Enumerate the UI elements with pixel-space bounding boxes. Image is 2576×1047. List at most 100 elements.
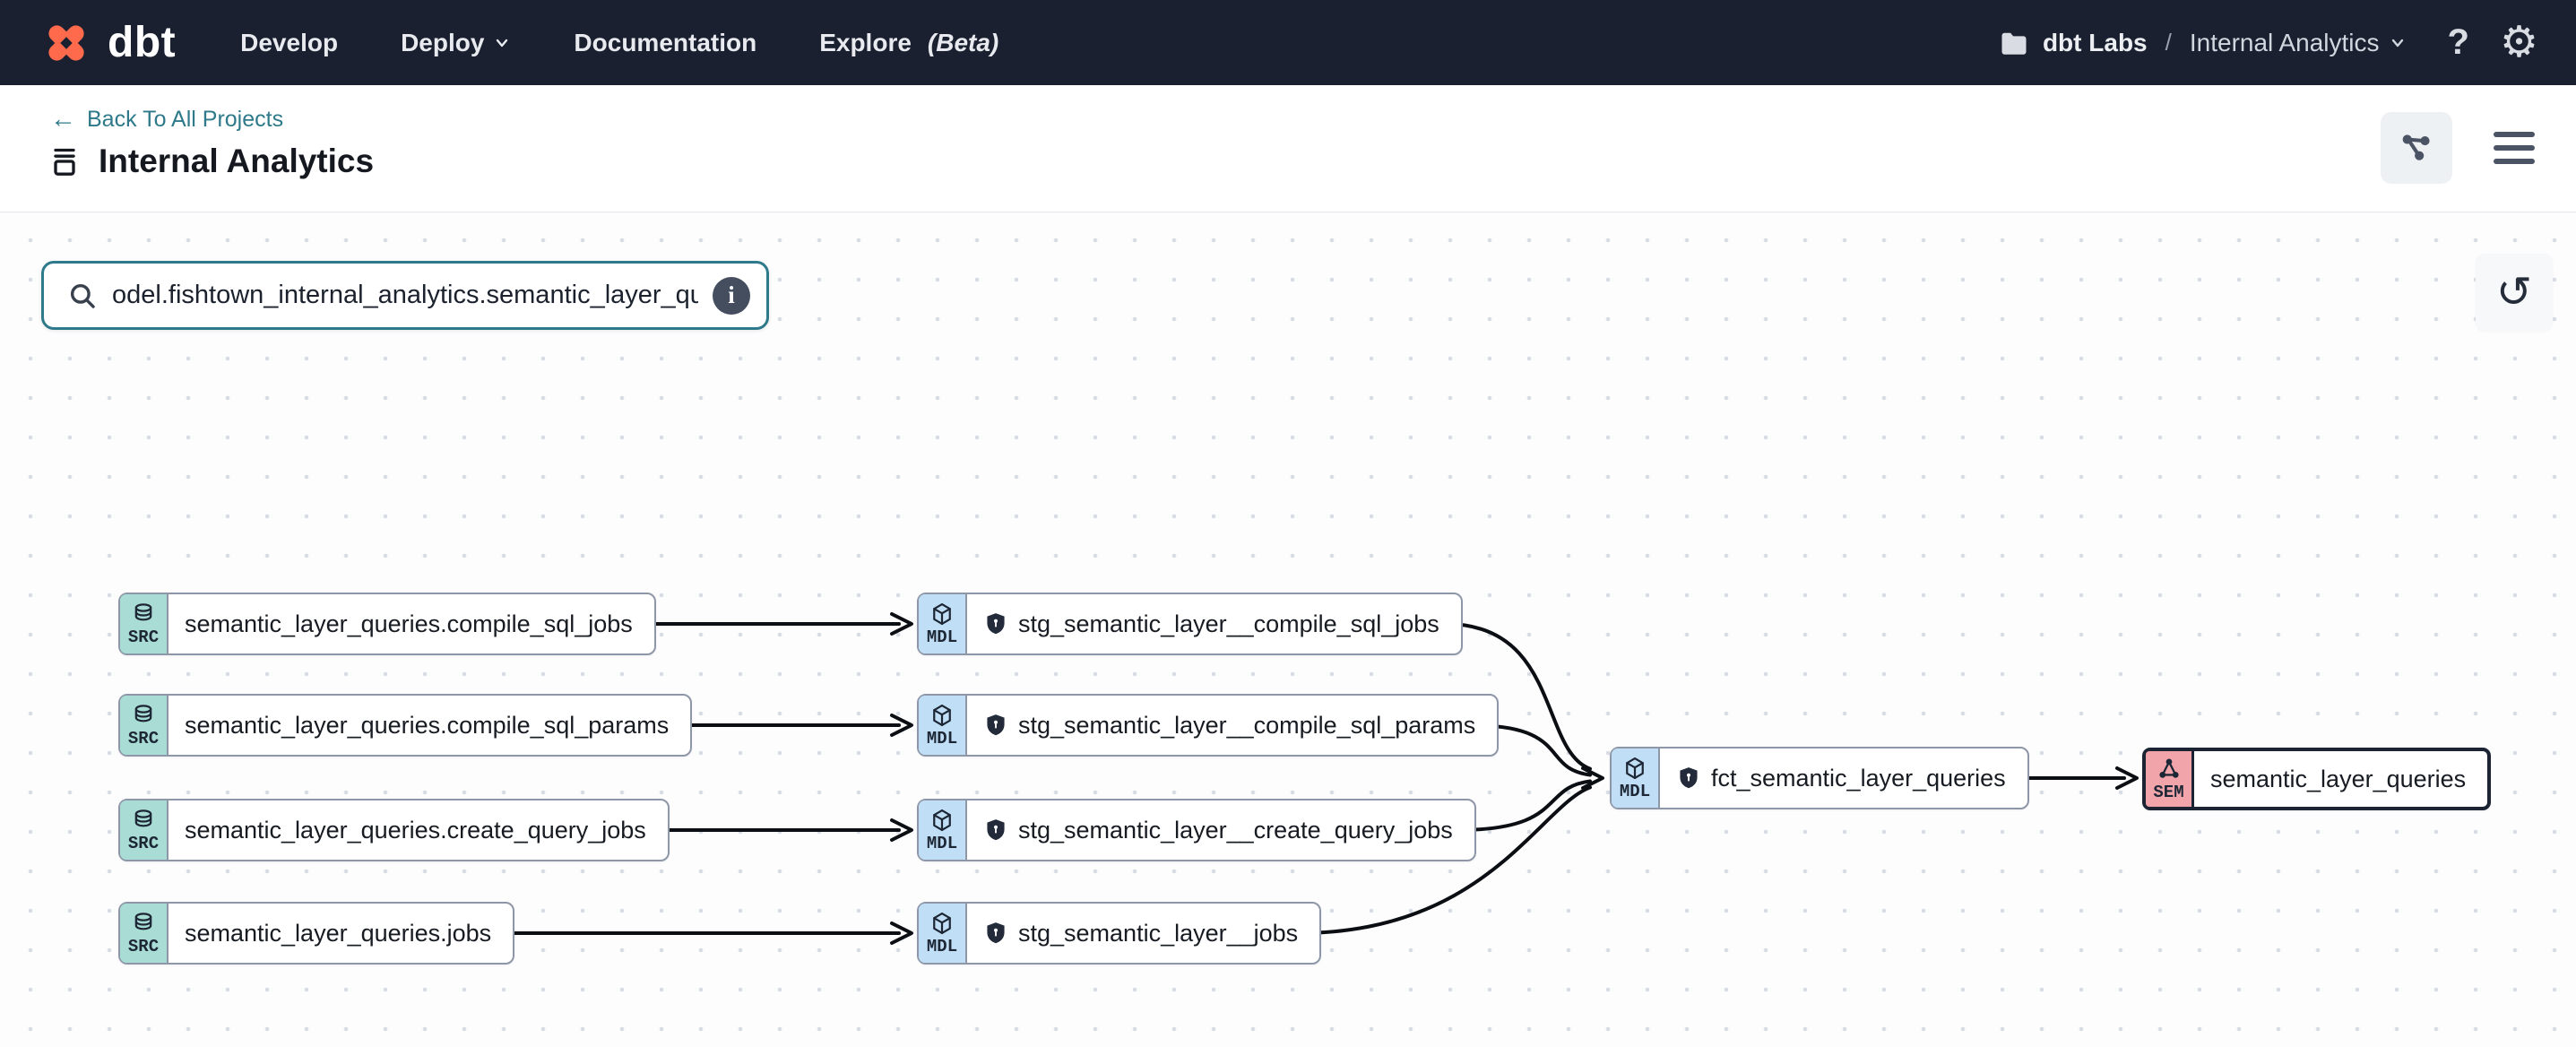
selector-input[interactable]: [110, 280, 700, 311]
node-body: stg_semantic_layer__jobs: [967, 904, 1319, 963]
node-label: semantic_layer_queries.create_query_jobs: [185, 817, 646, 844]
cube-icon: [929, 703, 955, 728]
settings-gear-icon[interactable]: ⚙: [2500, 22, 2538, 65]
graph-node-semantic_layer_queries.compile_sql_jobs[interactable]: SRC semantic_layer_queries.compile_sql_jo…: [118, 593, 656, 655]
dbt-logo-icon: [39, 16, 93, 70]
node-type-badge: SRC: [120, 904, 169, 963]
back-link-label: Back To All Projects: [87, 107, 283, 133]
chevron-down-icon: [493, 34, 511, 52]
arrowhead-mdl2: [892, 715, 912, 735]
cube-icon: [929, 911, 955, 936]
node-type-badge: MDL: [919, 594, 967, 653]
arrowhead-sem: [2117, 768, 2137, 788]
shield-contract-icon: [983, 921, 1008, 946]
node-type-label: SRC: [128, 729, 159, 748]
header-controls: [2381, 112, 2540, 184]
project-selector[interactable]: Internal Analytics: [2190, 29, 2407, 57]
database-icon: [131, 601, 156, 627]
search-icon: [67, 281, 98, 311]
node-type-badge: MDL: [1612, 748, 1660, 808]
project-icon: [47, 143, 82, 179]
node-label: stg_semantic_layer__create_query_jobs: [1018, 817, 1453, 844]
arrowhead-fct: [1583, 768, 1603, 788]
node-label: semantic_layer_queries: [2210, 766, 2466, 793]
node-label: semantic_layer_queries.compile_sql_jobs: [185, 610, 633, 638]
nav-item-documentation-label: Documentation: [574, 29, 756, 57]
node-type-label: MDL: [927, 729, 957, 748]
node-type-label: MDL: [927, 937, 957, 956]
database-icon: [131, 911, 156, 936]
breadcrumb-separator: /: [2162, 29, 2175, 56]
brand-text: dbt: [108, 18, 176, 67]
nav-items: Develop Deploy Documentation Explore (Be…: [240, 29, 998, 57]
node-type-badge: MDL: [919, 696, 967, 755]
node-label: stg_semantic_layer__compile_sql_params: [1018, 712, 1475, 740]
chevron-down-icon: [2389, 34, 2407, 52]
nav-item-documentation[interactable]: Documentation: [574, 29, 756, 57]
nav-item-deploy-label: Deploy: [401, 29, 484, 57]
lineage-graph-icon: [2399, 131, 2433, 165]
graph-node-stg_semantic_layer__create_query_jobs[interactable]: MDL stg_semantic_layer__create_query_jobs: [917, 799, 1476, 861]
node-body: semantic_layer_queries.jobs: [169, 904, 513, 963]
node-body: fct_semantic_layer_queries: [1660, 748, 2027, 808]
database-icon: [131, 808, 156, 833]
graph-node-semantic_layer_queries.compile_sql_params[interactable]: SRC semantic_layer_queries.compile_sql_pa…: [118, 694, 692, 757]
node-type-badge: MDL: [919, 800, 967, 860]
arrowhead-mdl4: [892, 923, 912, 943]
node-type-badge: MDL: [919, 904, 967, 963]
account-breadcrumb: dbt Labs / Internal Analytics ? ⚙: [1998, 22, 2576, 65]
graph-node-stg_semantic_layer__compile_sql_params[interactable]: MDL stg_semantic_layer__compile_sql_param…: [917, 694, 1499, 757]
graph-node-semantic_layer_queries.create_query_jobs[interactable]: SRC semantic_layer_queries.create_query_j…: [118, 799, 670, 861]
cube-icon: [929, 601, 955, 627]
page-header: ← Back To All Projects Internal Analytic…: [0, 85, 2576, 212]
node-body: semantic_layer_queries.compile_sql_jobs: [169, 594, 654, 653]
semantic-model-icon: [2157, 757, 2182, 782]
node-body: stg_semantic_layer__compile_sql_params: [967, 696, 1497, 755]
node-type-badge: SRC: [120, 594, 169, 653]
nav-item-explore[interactable]: Explore (Beta): [819, 29, 998, 57]
node-type-label: SRC: [128, 834, 159, 853]
cube-icon: [1622, 756, 1647, 781]
dbt-logo[interactable]: dbt: [39, 16, 176, 70]
graph-node-semantic_layer_queries[interactable]: SEM semantic_layer_queries: [2142, 748, 2491, 810]
arrowhead-mdl3: [892, 820, 912, 840]
account-name: dbt Labs: [2043, 29, 2148, 57]
back-to-projects-link[interactable]: ← Back To All Projects: [50, 105, 283, 134]
nav-item-explore-label: Explore: [819, 29, 912, 57]
node-type-badge: SRC: [120, 696, 169, 755]
node-body: semantic_layer_queries: [2194, 751, 2487, 807]
edge-mdl3-fct: [1457, 781, 1590, 830]
lineage-search-bar: i: [41, 261, 769, 330]
back-arrow-icon: ←: [50, 105, 76, 134]
node-label: semantic_layer_queries.jobs: [185, 920, 491, 947]
node-type-label: MDL: [927, 627, 957, 647]
reset-view-button[interactable]: ↺: [2476, 254, 2553, 331]
nav-item-deploy[interactable]: Deploy: [401, 29, 511, 57]
node-body: semantic_layer_queries.compile_sql_param…: [169, 696, 690, 755]
lineage-canvas[interactable]: i ↺ SRCsemantic_layer_queries.compile_sq…: [0, 213, 2576, 1047]
node-type-badge: SRC: [120, 800, 169, 860]
cube-icon: [929, 808, 955, 833]
node-label: stg_semantic_layer__compile_sql_jobs: [1018, 610, 1439, 638]
node-body: stg_semantic_layer__create_query_jobs: [967, 800, 1474, 860]
graph-node-fct_semantic_layer_queries[interactable]: MDLfct_semantic_layer_queries: [1610, 747, 2029, 809]
graph-node-stg_semantic_layer__compile_sql_jobs[interactable]: MDL stg_semantic_layer__compile_sql_jobs: [917, 593, 1463, 655]
node-type-label: SEM: [2153, 783, 2183, 802]
nav-item-develop-label: Develop: [240, 29, 338, 57]
shield-contract-icon: [1676, 766, 1701, 791]
help-button[interactable]: ?: [2448, 22, 2469, 63]
folder-icon: [1998, 27, 2030, 59]
node-type-label: MDL: [927, 834, 957, 853]
shield-contract-icon: [983, 611, 1008, 636]
info-icon[interactable]: i: [713, 277, 750, 315]
project-name: Internal Analytics: [2190, 29, 2380, 57]
nav-item-develop[interactable]: Develop: [240, 29, 338, 57]
node-body: semantic_layer_queries.create_query_jobs: [169, 800, 668, 860]
database-icon: [131, 703, 156, 728]
shield-contract-icon: [983, 713, 1008, 738]
account-selector[interactable]: dbt Labs: [1998, 27, 2148, 59]
menu-button[interactable]: [2488, 126, 2540, 169]
graph-node-stg_semantic_layer__jobs[interactable]: MDL stg_semantic_layer__jobs: [917, 902, 1321, 965]
lineage-view-button[interactable]: [2381, 112, 2452, 184]
graph-node-semantic_layer_queries.jobs[interactable]: SRC semantic_layer_queries.jobs: [118, 902, 514, 965]
